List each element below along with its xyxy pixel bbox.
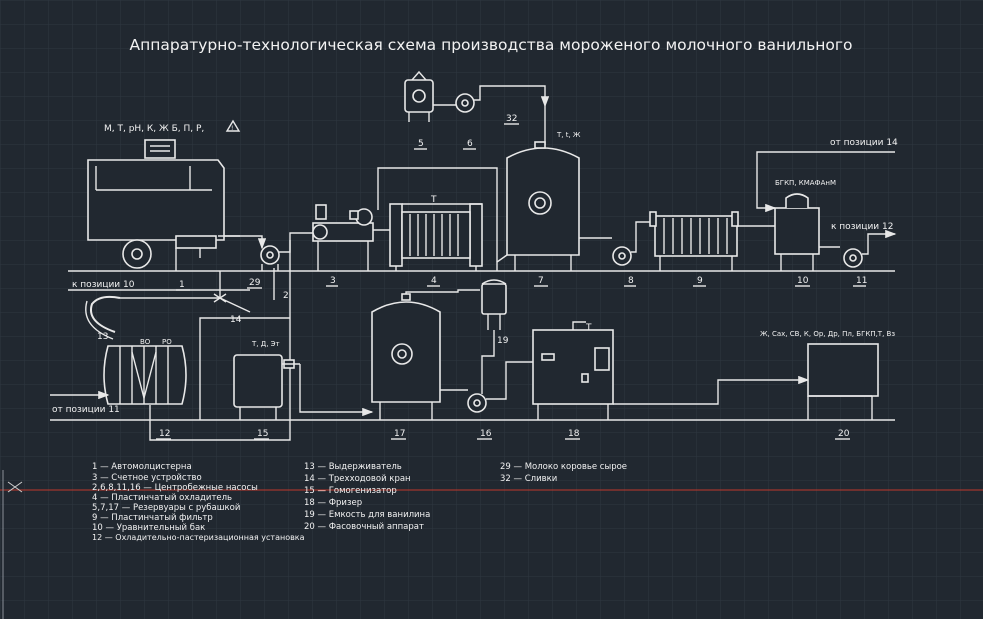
pipe-15-17	[299, 364, 374, 417]
packer-params: Ж, Сах, СВ, К, Ор, Др, Пл, БГКП,Т, Вз	[760, 330, 895, 338]
equipment-8-pump	[612, 246, 632, 266]
legend-item: 20 — Фасовочный аппарат	[304, 522, 424, 532]
equipment-18-freezer	[532, 321, 614, 420]
pipe-res7-bottom	[496, 254, 508, 271]
equipment-5-reservoir	[404, 70, 434, 122]
equipment-10-balance-tank	[774, 193, 820, 271]
tag-15: 15	[257, 429, 268, 439]
equipment-16-pump	[467, 393, 487, 413]
equipment-29-pump	[260, 245, 280, 271]
tank-control-params: М, Т, pH, К, Ж Б, П, Р,	[104, 124, 204, 134]
diagram-title: Аппаратурно-технологическая схема произв…	[129, 36, 852, 54]
tag-2: 2	[283, 291, 289, 301]
pipe-from-14	[756, 151, 895, 213]
tag-11: 11	[856, 276, 867, 286]
tag-13: 13	[97, 332, 108, 342]
tag-16: 16	[480, 429, 492, 439]
legend-item: 19 — Емкость для ванилина	[304, 510, 430, 520]
tag-8: 8	[628, 276, 634, 286]
legend-column-3: 29 — Молоко коровье сырое 32 — Сливки	[500, 462, 627, 484]
tag-20: 20	[838, 429, 850, 439]
reservoir15-params: Т, Д, Эт	[251, 340, 280, 348]
pipe-16-18	[486, 361, 533, 400]
legend-item: 18 — Фризер	[304, 498, 362, 508]
tag-14: 14	[230, 315, 242, 325]
pipe-2-middle	[199, 317, 290, 420]
pipe-2-down	[149, 240, 291, 441]
legend-item: 32 — Сливки	[500, 474, 557, 484]
equipment-7-reservoir	[506, 141, 580, 271]
equipment-17-reservoir	[371, 293, 441, 420]
pipe-cooler-top	[377, 167, 498, 262]
equipment-20-packer	[807, 343, 879, 420]
pipe-19-17	[405, 289, 480, 294]
equipment-13-holder-inner	[85, 300, 114, 340]
tag-underlines	[156, 123, 866, 440]
legend-item: 5,7,17 — Резервуары с рубашкой	[92, 503, 240, 513]
label-vo: ВО	[140, 338, 151, 346]
tag-5: 5	[418, 139, 424, 149]
flow-from-14: от позиции 14	[830, 138, 898, 148]
flow-to-10: к позиции 10	[72, 280, 135, 290]
tag-19: 19	[497, 336, 509, 346]
ucs-icon	[7, 481, 23, 493]
tag-29: 29	[249, 278, 261, 288]
cooler-t-label: Т	[430, 195, 437, 205]
warning-mark: !	[231, 125, 233, 132]
equipment-3-counter	[312, 204, 374, 271]
legend-item: 29 — Молоко коровье сырое	[500, 462, 627, 472]
tag-32: 32	[506, 114, 517, 124]
equipment-6-pump	[455, 93, 475, 113]
tag-18: 18	[568, 429, 580, 439]
tag-6: 6	[467, 139, 473, 149]
equipment-4-cooler	[389, 203, 483, 271]
warning-icon	[225, 119, 241, 132]
pipe-18-20	[613, 375, 810, 405]
equipment-9-filter	[649, 211, 739, 271]
legend-item: 3 — Счетное устройство	[92, 473, 202, 483]
tag-7: 7	[538, 276, 544, 286]
tag-9: 9	[697, 276, 703, 286]
pipe-19-16	[481, 330, 495, 394]
pipe-to-12	[862, 229, 897, 255]
pipe-tanker-pump	[224, 235, 267, 250]
tag-10: 10	[797, 276, 809, 286]
legend-column-2: 13 — Выдерживатель 14 — Трехходовой кран…	[304, 462, 430, 532]
legend-item: 12 — Охладительно-пастеризационная устан…	[92, 533, 305, 542]
flow-from-11: от позиции 11	[52, 405, 120, 415]
legend-item: 15 — Гомогенизатор	[304, 486, 397, 496]
pipe-pump8-filter	[631, 221, 655, 253]
pipe-cream-32	[474, 85, 550, 108]
tag-1: 1	[179, 280, 185, 290]
equipment-15-homogenizer	[233, 354, 300, 420]
legend-item: 13 — Выдерживатель	[304, 462, 402, 472]
tag-3: 3	[330, 276, 336, 286]
freezer-t-label: Т	[585, 323, 592, 333]
bgkp-params: БГКП, КМАФАнМ	[775, 179, 836, 187]
equipment-12-pasteurizer	[103, 345, 187, 405]
legend-item: 9 — Пластинчатый фильтр	[92, 513, 213, 523]
number-tags: 1 29 2 3 4 5 6 32 7 8 9 10 11 13 14 12 1…	[97, 114, 867, 439]
flow-to-12: к позиции 12	[831, 222, 893, 232]
tag-17: 17	[394, 429, 405, 439]
tag-12: 12	[159, 429, 170, 439]
legend-column-1: 1 — Автомолцистерна 3 — Счетное устройст…	[92, 462, 305, 542]
legend-item: 1 — Автомолцистерна	[92, 462, 192, 472]
legend-item: 4 — Пластинчатый охладитель	[92, 493, 232, 503]
equipment-19-vanilla-tank	[481, 279, 507, 330]
label-ro: РО	[162, 338, 172, 346]
valve-14	[213, 293, 227, 303]
reservoir7-params: Т, t, Ж	[556, 131, 581, 139]
equipment-13-holder	[90, 295, 121, 333]
legend-item: 2,6,8,11,16 — Центробежные насосы	[92, 483, 258, 493]
equipment-1-tanker	[87, 139, 240, 271]
legend-item: 10 — Уравнительный бак	[92, 523, 205, 533]
legend-item: 14 — Трехходовой кран	[304, 474, 411, 484]
tag-4: 4	[431, 276, 437, 286]
pipe-valve-14	[219, 297, 251, 313]
equipment-11-pump	[843, 248, 863, 268]
